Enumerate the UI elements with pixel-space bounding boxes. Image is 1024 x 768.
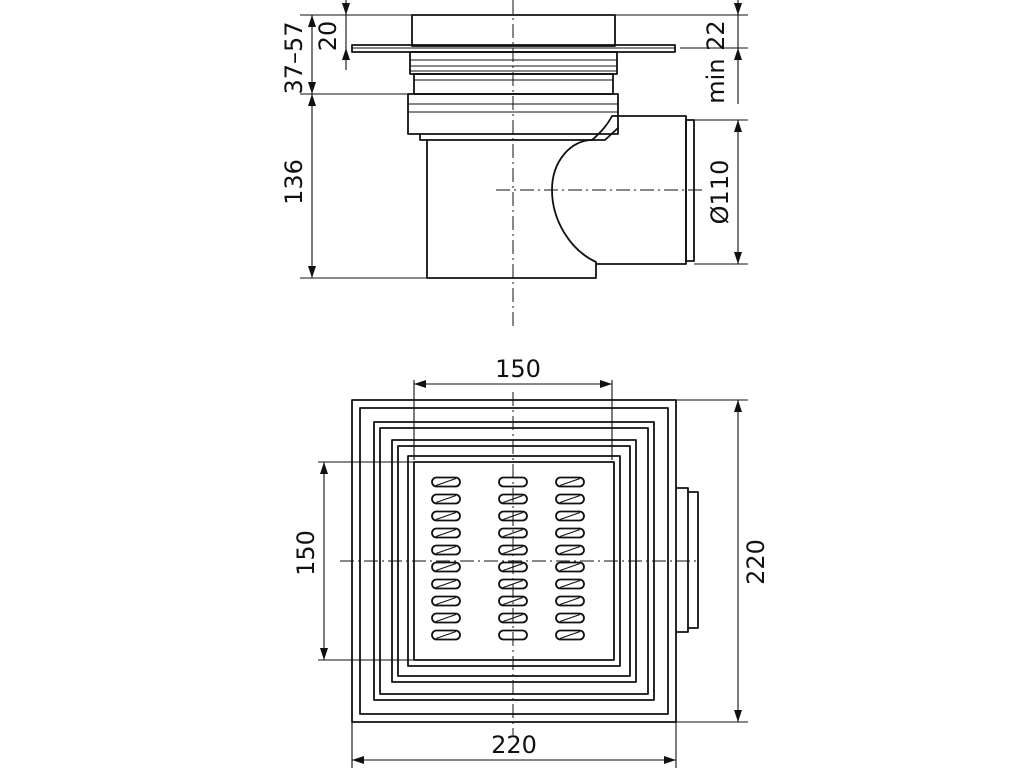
grate-slot [555,595,585,607]
dim-min-depth-label: min 22 [702,20,730,103]
grate-slot-hatch [435,477,457,487]
grate-slot [555,510,585,522]
grate-slot-hatch [502,596,524,606]
grate-slot-hatch [435,494,457,504]
side-view: 37–57 20 min 22 136 Ø110 [280,0,748,328]
grate-slot [431,612,461,624]
top-view: 150 150 220 220 [292,355,770,768]
grate-slot [555,527,585,539]
grate-slot-hatch [435,545,457,555]
grate-slot [431,578,461,590]
dim-overall-height-label: 220 [742,539,770,585]
dim-body-height-label: 136 [280,159,308,205]
grate-slot [555,612,585,624]
grate-slot [555,629,585,641]
body-collar [407,93,619,135]
grate-slot [555,578,585,590]
grate-slot-hatch [435,528,457,538]
grate-slot-hatch [502,528,524,538]
grate-slot-hatch [435,562,457,572]
dim-grate-height-label: 150 [292,530,320,576]
grate-slot-hatch [559,545,581,555]
grate-slot-hatch [559,477,581,487]
grate-slot [431,493,461,505]
drain-body [426,139,597,279]
grate-slot-hatch [435,511,457,521]
grate-slot [431,595,461,607]
grate-slot-hatch [559,630,581,640]
grate-slot-hatch [559,528,581,538]
grate-slot-hatch [559,596,581,606]
grate-slot [555,476,585,488]
dim-grate-width-label: 150 [495,355,541,383]
grate-slot [431,476,461,488]
dim-overall-width-label: 220 [491,731,537,759]
dim-total-height-label: 37–57 [280,21,308,94]
grate-slot [555,544,585,556]
grate-slot-hatch [559,579,581,589]
grate-slot-hatch [559,613,581,623]
grate-slot [431,544,461,556]
grate-slot-hatch [559,494,581,504]
grate-slot [431,561,461,573]
grate-slots [431,476,585,641]
outlet-pipe [591,115,687,265]
dim-flange-label: 20 [314,21,342,52]
grate-slot-hatch [435,596,457,606]
dim-outlet-diameter-label: Ø110 [706,160,734,225]
grate-slot-hatch [435,630,457,640]
grate-slot [555,561,585,573]
grate-slot [431,510,461,522]
grate-slot [431,629,461,641]
grate-slot-hatch [559,562,581,572]
grate-slot-hatch [559,511,581,521]
grate-slot-hatch [435,613,457,623]
top-ring [411,14,616,47]
outlet-stub [675,487,689,633]
grate-slot [555,493,585,505]
grate-slot [431,527,461,539]
grate-slot-hatch [435,579,457,589]
